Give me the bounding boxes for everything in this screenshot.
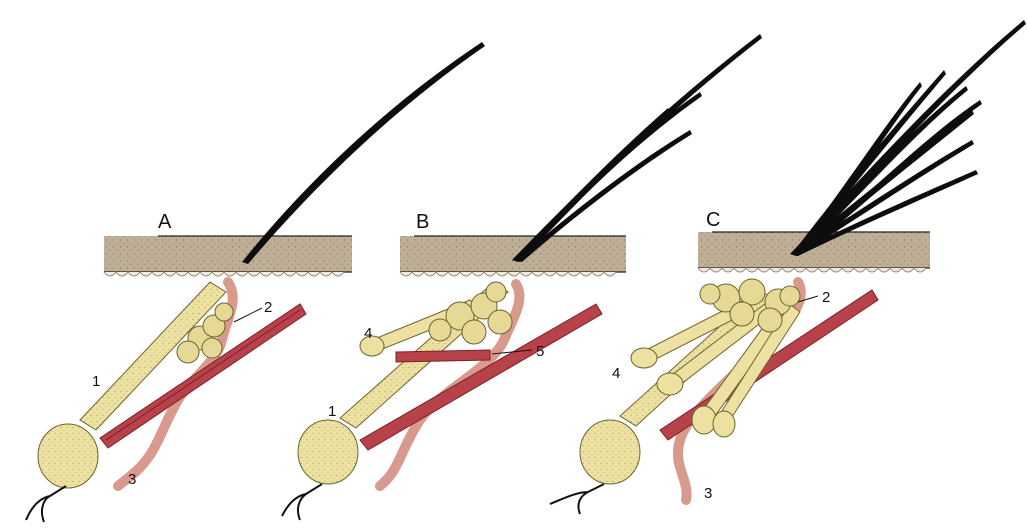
nerve-a — [26, 486, 66, 522]
label-2-a: 2 — [264, 299, 272, 316]
panel-label-b: B — [416, 211, 429, 233]
panel-label-c: C — [706, 209, 720, 231]
hair-shaft-a — [242, 42, 485, 264]
panel-b: B 1 4 5 — [282, 34, 762, 520]
label-4-c: 4 — [612, 365, 620, 382]
label-3-a: 3 — [128, 471, 136, 488]
hair-tuft-c — [790, 20, 1026, 256]
skin-layer-b — [400, 236, 626, 276]
label-4-b: 4 — [364, 325, 372, 342]
label-2-c: 2 — [822, 289, 830, 306]
label-5-b: 5 — [536, 343, 544, 360]
hair-tuft-b — [512, 34, 762, 262]
skin-layer-a — [104, 236, 352, 276]
panel-a: A 1 2 3 — [26, 42, 485, 522]
nerve-b — [282, 484, 322, 520]
label-3-c: 3 — [704, 485, 712, 502]
label-1-b: 1 — [328, 403, 336, 420]
panel-label-a: A — [158, 211, 172, 233]
muscle-band-b — [396, 350, 490, 362]
leader-2-a — [234, 308, 262, 322]
nerve-c — [550, 484, 604, 514]
label-1-a: 1 — [92, 373, 100, 390]
